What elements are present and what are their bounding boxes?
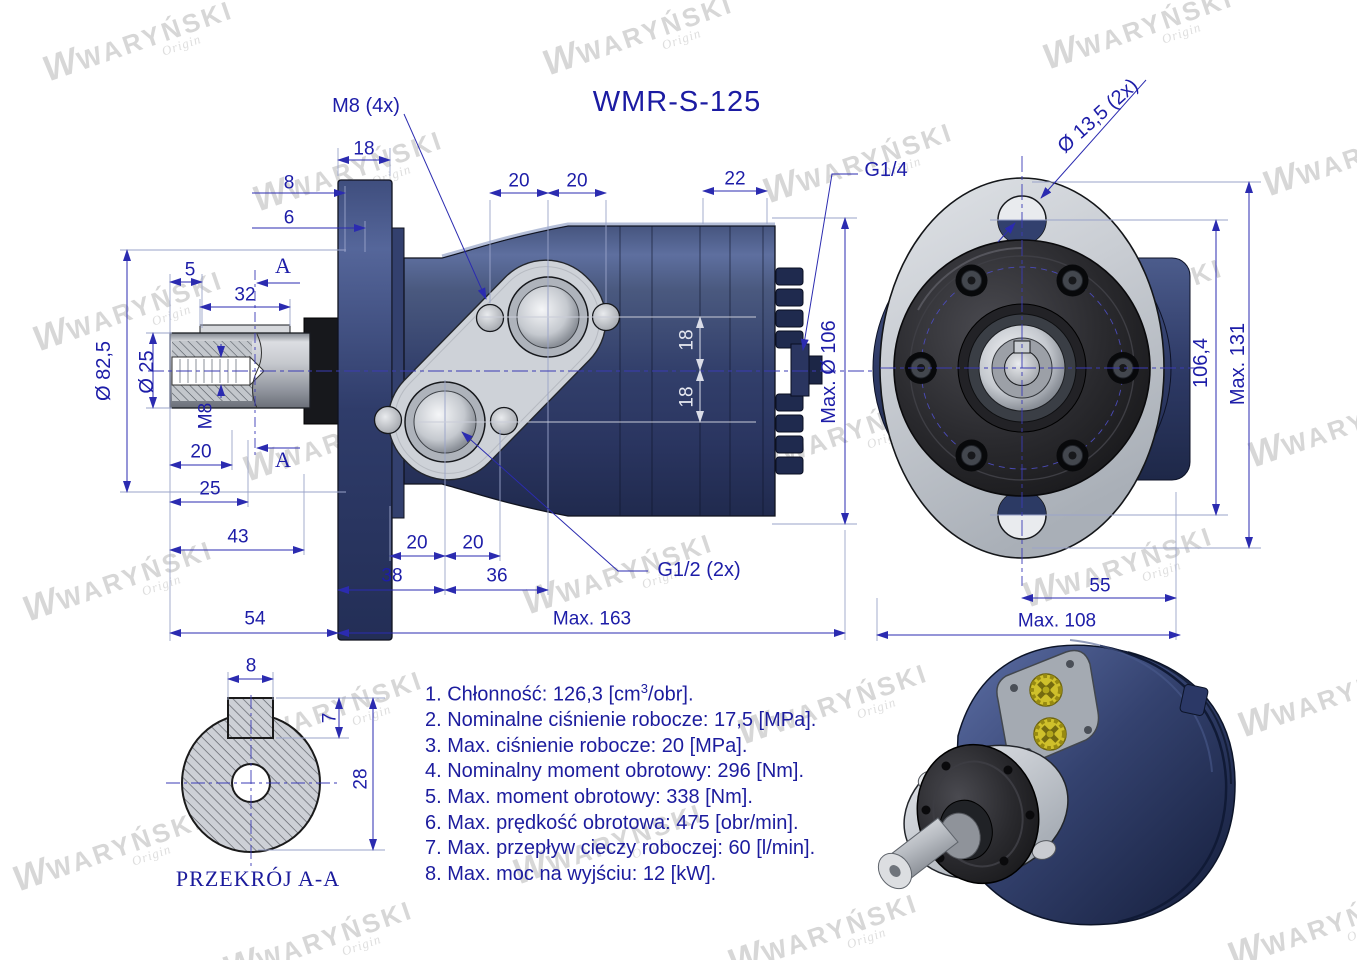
dim-43: 43 (227, 526, 249, 548)
dim-54: 54 (244, 608, 266, 630)
dim-max-163: Max. 163 (552, 608, 632, 630)
section-dim-8: 8 (245, 655, 257, 677)
dim-20-bottom-a: 20 (406, 532, 428, 554)
label-g12-2x: G1/2 (2x) (657, 559, 741, 581)
spec-line-4: 4. Nominalny moment obrotowy: 296 [Nm]. (425, 760, 805, 783)
label-g14-port: G1/4 (864, 159, 908, 181)
dim-6: 6 (283, 207, 295, 229)
dim-max-108: Max. 108 (1017, 610, 1097, 632)
dim-phi-25: Ø 25 (136, 350, 158, 394)
spec-line-5: 5. Max. moment obrotowy: 338 [Nm]. (425, 786, 753, 809)
dim-32: 32 (234, 284, 256, 306)
dim-5: 5 (184, 259, 196, 281)
label-m8-4x: M8 (4x) (332, 95, 400, 117)
spec-line-1: 1. Chłonność: 126,3 [cm3/obr]. (425, 676, 885, 708)
section-marker-a-top: A (275, 253, 291, 278)
dim-20-shaft: 20 (190, 441, 212, 463)
dim-phi-82-5: Ø 82,5 (93, 340, 115, 402)
spec-line-3: 3. Max. ciśnienie robocze: 20 [MPa]. (425, 734, 748, 757)
spec-list: 1. Chłonność: 126,3 [cm3/obr]. 2. Nomina… (425, 676, 885, 887)
drawing-title: WMR-S-125 (592, 86, 762, 118)
dim-36: 36 (486, 565, 508, 587)
spec-line-2: 2. Nominalne ciśnienie robocze: 17,5 [MP… (425, 709, 817, 732)
section-dim-7: 7 (319, 712, 341, 724)
section-view-dimensions (227, 672, 385, 851)
dim-20-top-a: 20 (508, 170, 530, 192)
dim-max-131: Max. 131 (1227, 322, 1249, 406)
dim-20-top-b: 20 (566, 170, 588, 192)
spec-line-6: 6. Max. prędkość obrotowa: 475 [obr/min]… (425, 811, 799, 834)
dim-max-phi-106: Max. Ø 106 (818, 320, 840, 424)
section-marker-a-bottom: A (275, 447, 291, 472)
dim-20-bottom-b: 20 (462, 532, 484, 554)
side-view-dimensions (120, 113, 872, 641)
dim-18-vertical-a: 18 (676, 329, 698, 351)
dim-55: 55 (1089, 575, 1111, 597)
section-view-drawing (166, 695, 338, 870)
section-title: PRZEKRÓJ A-A (175, 866, 341, 891)
spec-line-1-sup: 3 (640, 681, 648, 696)
section-dim-28: 28 (350, 768, 372, 790)
spec-line-1-text: 1. Chłonność: 126,3 [cm (425, 683, 641, 706)
dim-22: 22 (724, 168, 746, 190)
dim-18-vertical-b: 18 (676, 386, 698, 408)
dim-106-4: 106,4 (1190, 337, 1212, 389)
dim-25: 25 (199, 478, 221, 500)
render-3d (877, 639, 1236, 926)
spec-line-8: 8. Max. moc na wyjściu: 12 [kW]. (425, 862, 717, 885)
dim-18-flange: 18 (353, 138, 375, 160)
spec-line-7: 7. Max. przepływ cieczy roboczej: 60 [l/… (425, 837, 816, 860)
dim-8: 8 (283, 172, 295, 194)
front-view-dimensions (876, 79, 1261, 641)
spec-line-1-unit: /obr]. (647, 683, 694, 706)
dim-m8-thread: M8 (195, 402, 217, 430)
dim-38: 38 (381, 565, 403, 587)
